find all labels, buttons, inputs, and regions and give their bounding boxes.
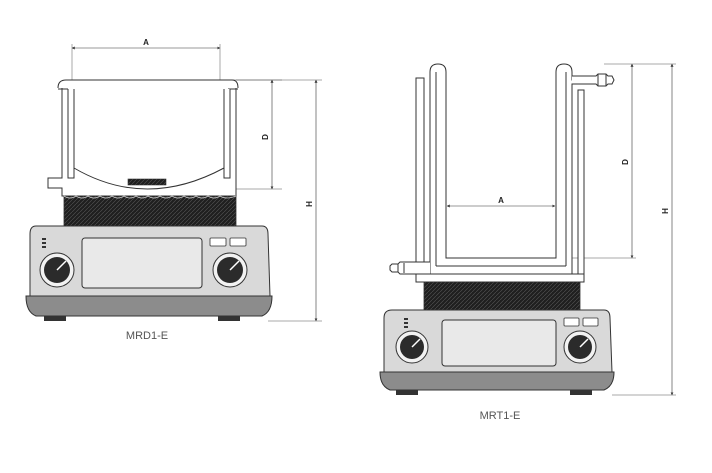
indicator-led [42, 238, 46, 240]
stirrer-base [25, 225, 273, 321]
jacket-bottom [415, 273, 585, 283]
model-mrt1e: D H A [379, 63, 676, 422]
foot [396, 390, 418, 395]
foot [218, 316, 240, 321]
dimension-label-d: D [261, 134, 270, 140]
stirrer-base [379, 309, 615, 395]
model-caption: MRD1-E [126, 330, 168, 342]
control-button [229, 237, 247, 247]
foot [570, 390, 592, 395]
dimension-label-d: D [621, 159, 630, 165]
indicator-led [404, 326, 408, 328]
knob-right [563, 330, 597, 364]
indicator-led [42, 242, 46, 244]
jacketed-vessel [389, 63, 615, 283]
model-mrd1e: A D H [25, 38, 322, 342]
control-button [563, 317, 580, 327]
knob-left [395, 330, 429, 364]
display-panel [441, 319, 557, 367]
inlet-barb [389, 261, 430, 275]
heater-plate [63, 195, 237, 227]
knob-left [39, 252, 75, 288]
model-caption: MRT1-E [480, 410, 521, 422]
display-panel [81, 237, 203, 289]
knob-right [212, 252, 248, 288]
dimension-label-a: A [498, 196, 504, 205]
indicator-led [42, 246, 46, 248]
control-button [209, 237, 227, 247]
heater-plate [423, 281, 581, 311]
dimension-label-h: H [305, 201, 314, 207]
outlet-barb [572, 73, 615, 87]
base-bottom [25, 295, 273, 317]
base-bottom [379, 371, 615, 391]
bath-vessel [47, 79, 239, 197]
control-button [582, 317, 599, 327]
stir-bar [127, 178, 167, 186]
plate-edge [63, 195, 237, 199]
indicator-led [404, 318, 408, 320]
dimension-label-h: H [661, 208, 670, 214]
foot [44, 316, 66, 321]
jacket-right-tube [577, 89, 585, 283]
indicator-led [404, 322, 408, 324]
dimension-label-a: A [143, 38, 149, 47]
jacket-left-tube [415, 77, 425, 283]
